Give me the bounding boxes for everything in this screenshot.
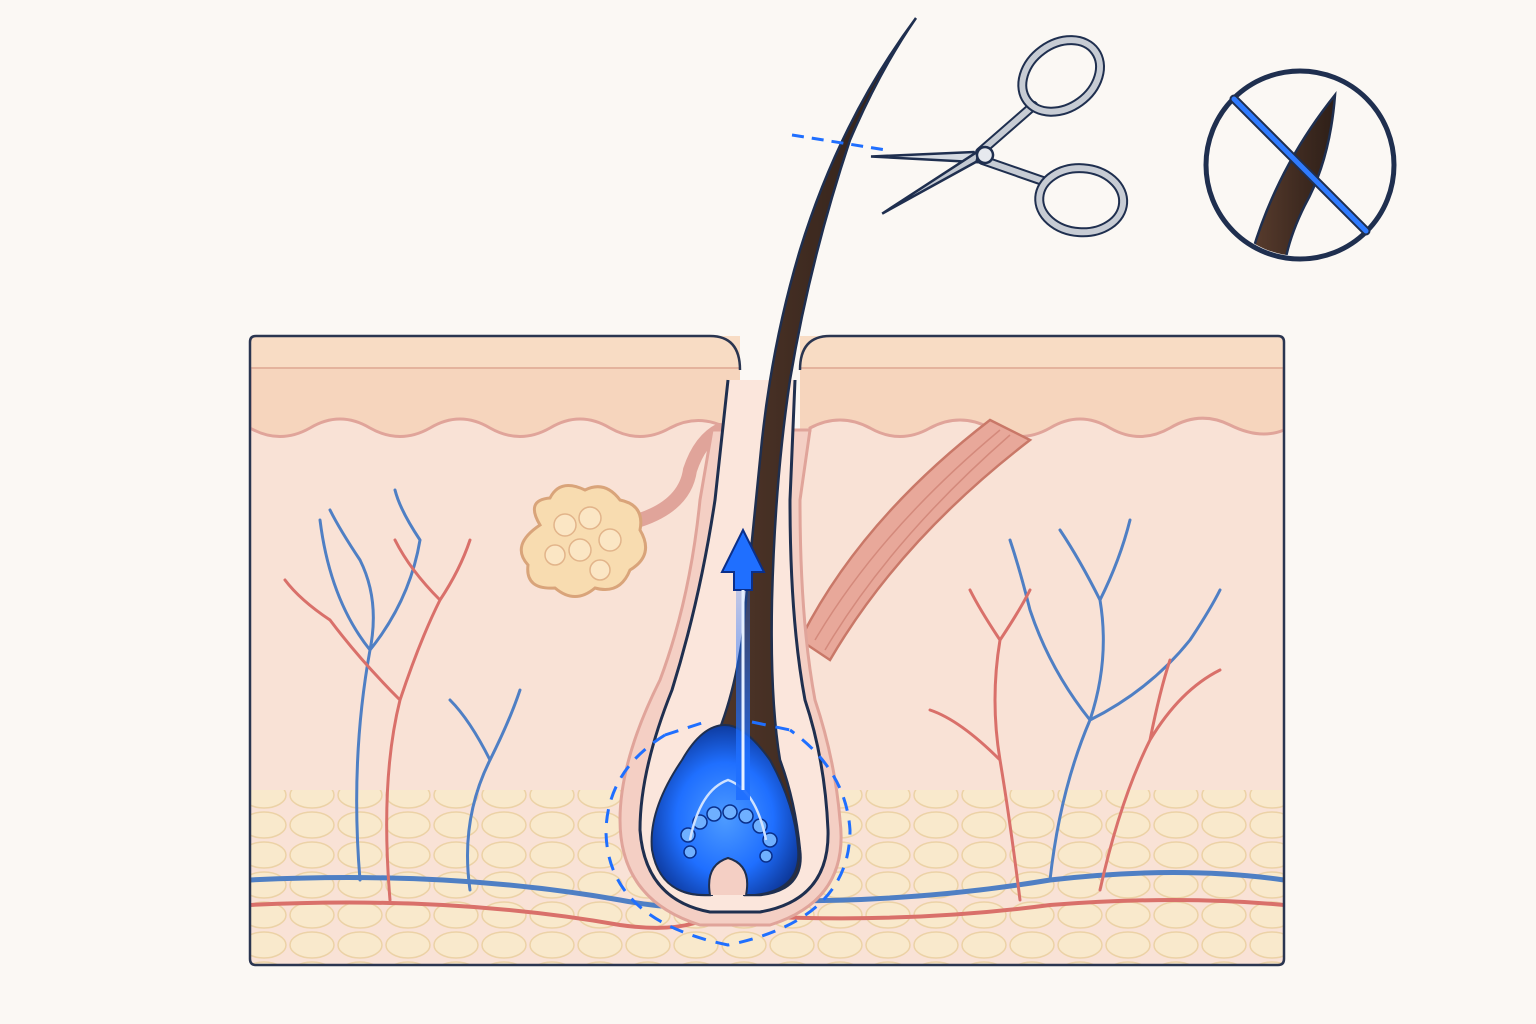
skin-block-outline	[248, 334, 1286, 967]
scissors-icon	[870, 35, 1129, 238]
no-hair-icon	[1203, 68, 1397, 262]
cut-line	[791, 133, 887, 152]
matrix-cells	[680, 804, 778, 863]
sebaceous-duct	[633, 423, 727, 527]
bulb-dashed-outline	[604, 720, 852, 947]
blood-vessels	[250, 488, 1284, 930]
sebaceous-gland	[519, 484, 648, 598]
up-arrow-icon	[720, 527, 766, 800]
dermal-papilla	[708, 856, 749, 896]
hair-bulb-highlight	[650, 723, 800, 896]
